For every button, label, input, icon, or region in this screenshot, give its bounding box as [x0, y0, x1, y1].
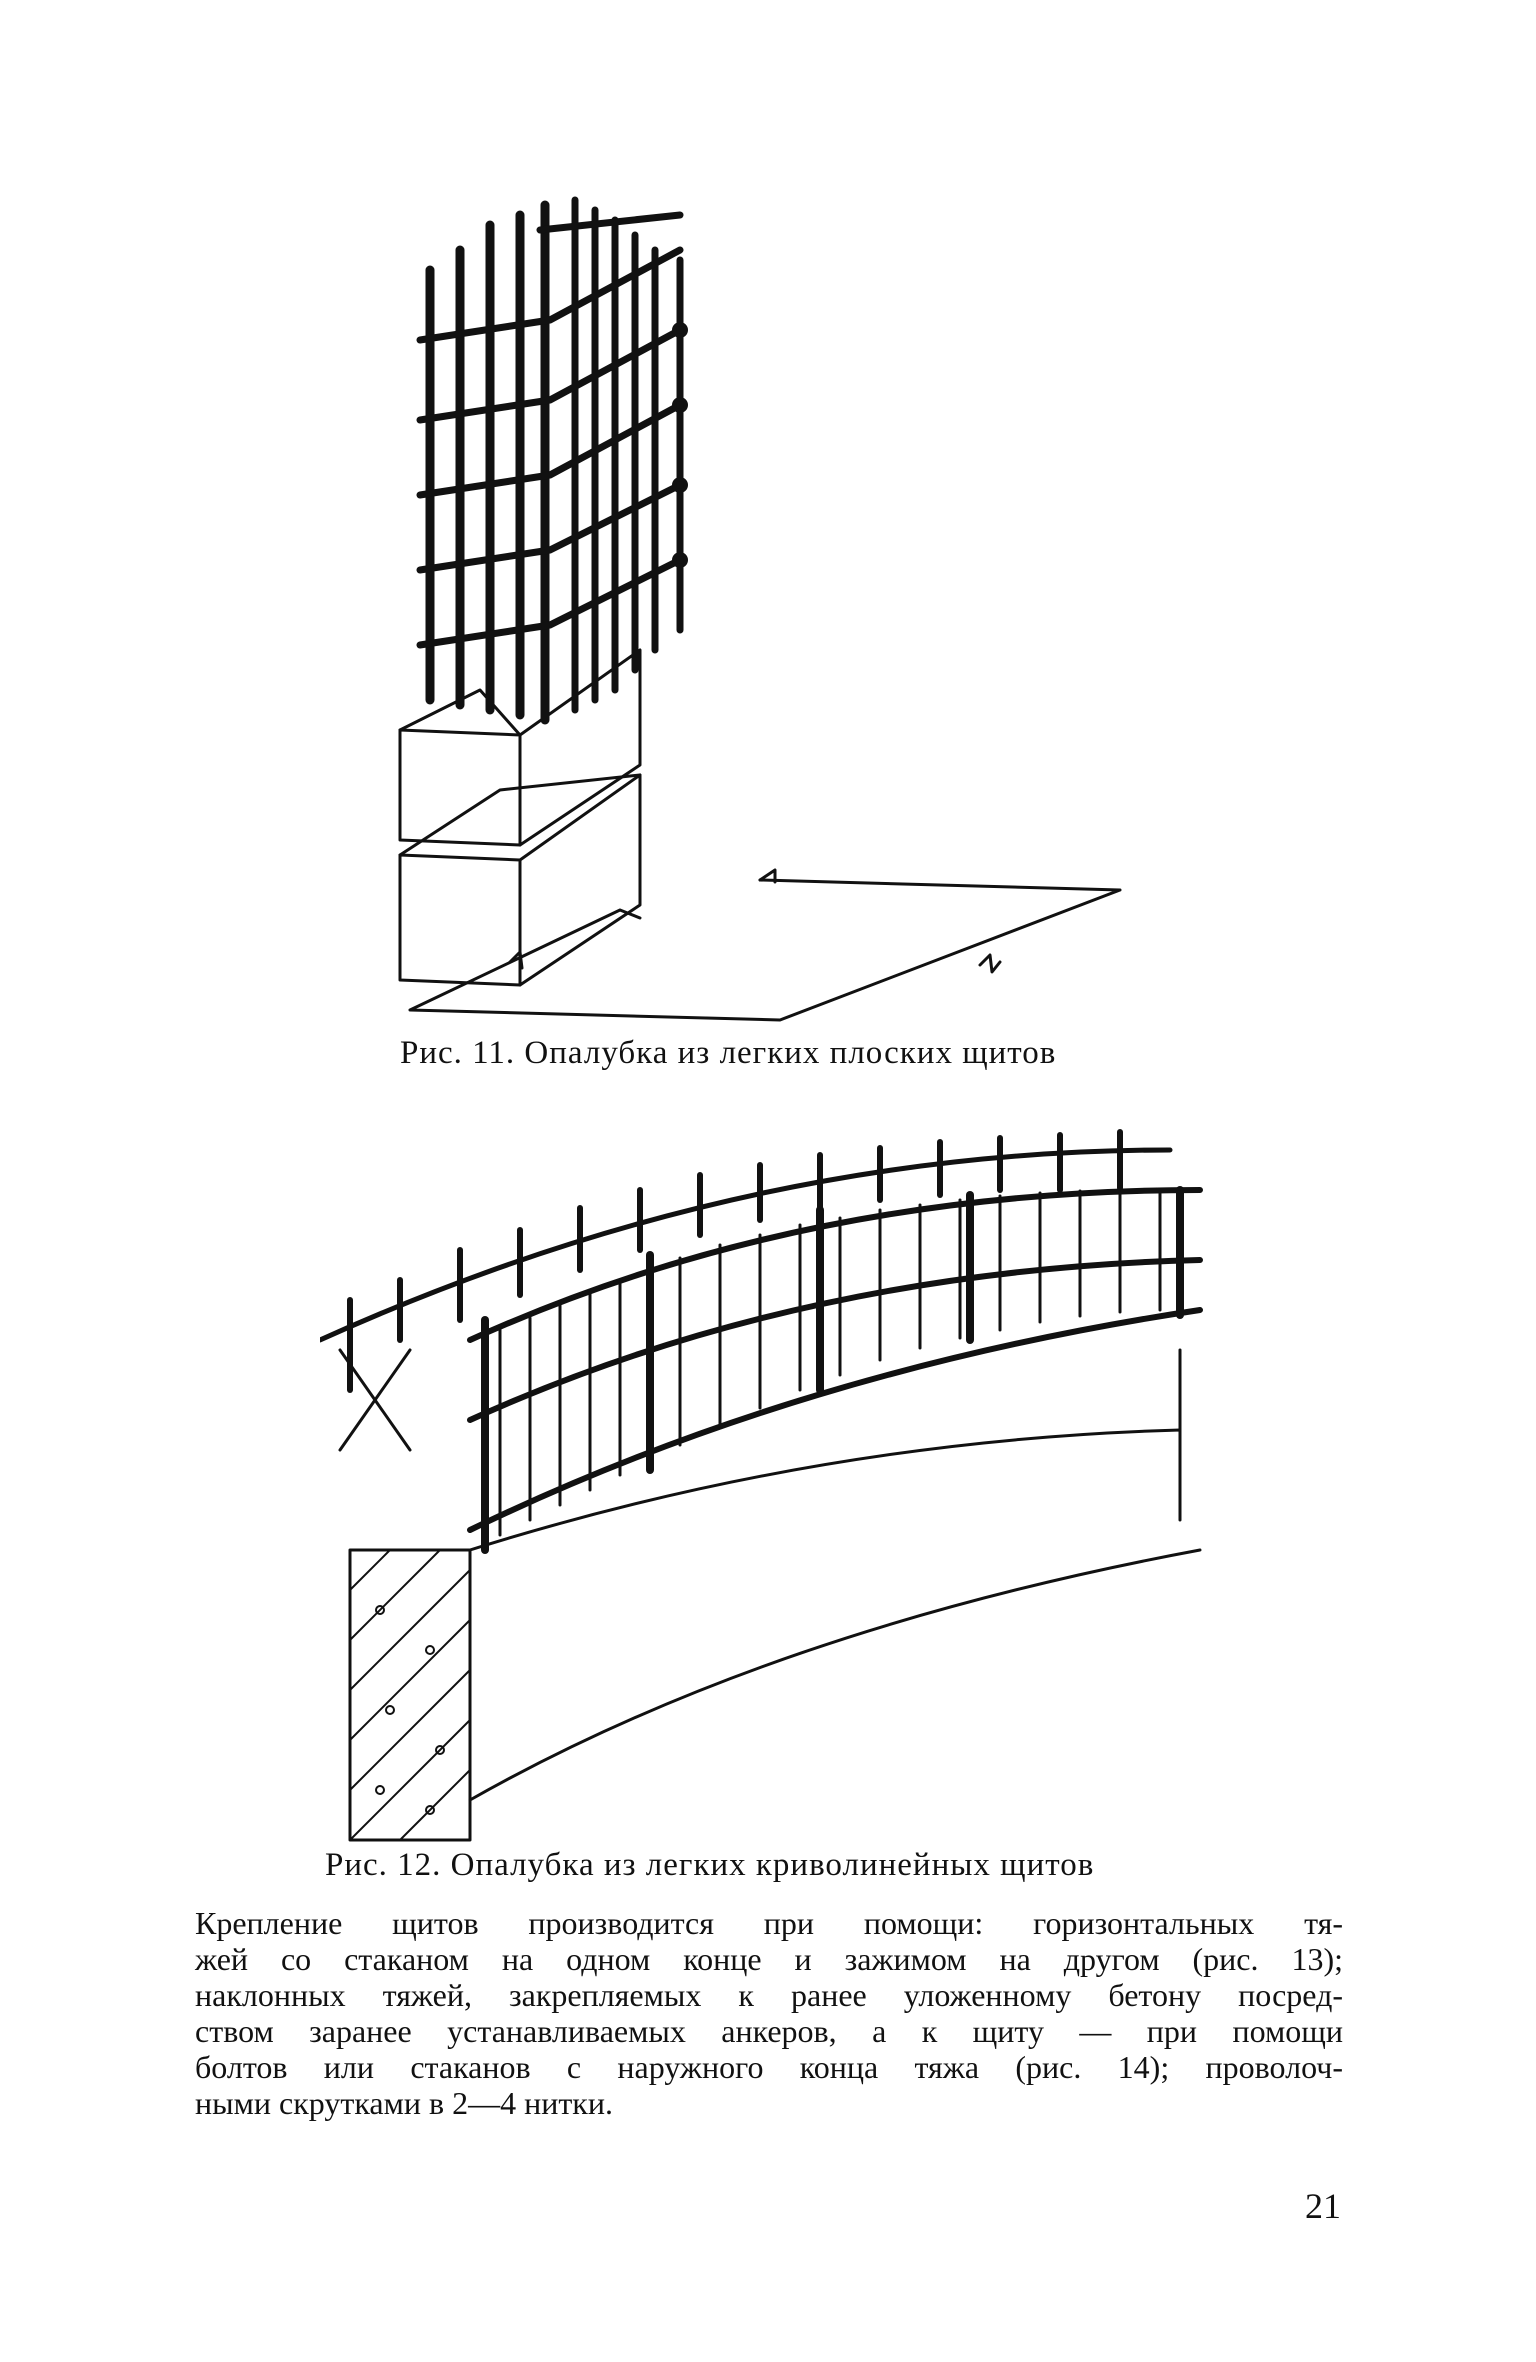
body-line: Крепление щитов производится при помощи:… — [195, 1905, 1343, 1941]
page-number: 21 — [1305, 2186, 1341, 2226]
figure-12-illustration — [320, 1090, 1240, 1860]
body-line: ством заранее устанавливаемых анкеров, а… — [195, 2013, 1343, 2049]
body-line: жей со стаканом на одном конце и зажимом… — [195, 1941, 1343, 1977]
figure-11-caption: Рис. 11. Опалубка из легких плоских щито… — [400, 1035, 1057, 1071]
body-line: наклонных тяжей, закрепляемых к ранее ул… — [195, 1977, 1343, 2013]
body-line: болтов или стаканов с наружного конца тя… — [195, 2049, 1343, 2085]
body-paragraph: Крепление щитов производится при помощи:… — [195, 1905, 1343, 2121]
body-line: ными скрутками в 2—4 нитки. — [195, 2085, 613, 2121]
figure-12-caption: Рис. 12. Опалубка из легких криволинейны… — [325, 1847, 1095, 1883]
figure-11-illustration — [380, 190, 1140, 1030]
